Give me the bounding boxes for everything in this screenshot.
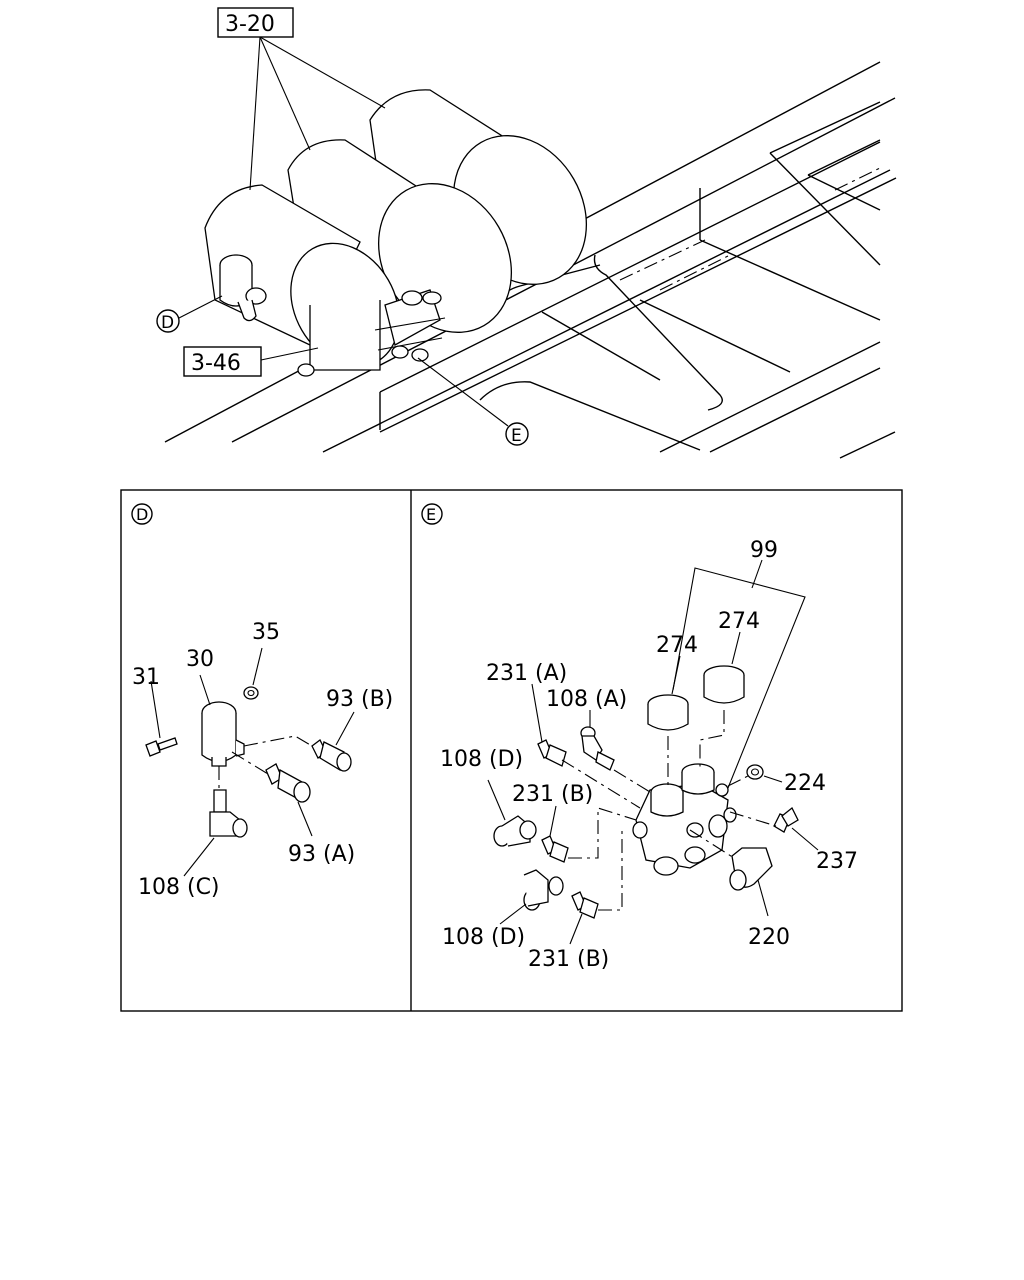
part-31-bolt bbox=[145, 680, 178, 757]
part-108a-elbow bbox=[580, 710, 615, 771]
label-224: 224 bbox=[784, 771, 826, 796]
detail-panels-frame bbox=[120, 489, 903, 1012]
label-108d-lower: 108 (D) bbox=[442, 925, 525, 950]
part-93a-fitting bbox=[265, 763, 313, 837]
valve-assembly bbox=[297, 289, 446, 377]
ref-3-20-text: 3-20 bbox=[225, 12, 275, 37]
detail-d-marker: D bbox=[136, 505, 148, 524]
detail-d-panel: D bbox=[131, 503, 393, 900]
part-108d-elbow-upper bbox=[487, 779, 537, 847]
overview-illustration: 3-20 3-46 D E bbox=[156, 7, 897, 459]
part-35-nut bbox=[243, 647, 263, 700]
part-231a-fitting bbox=[531, 683, 567, 767]
air-tanks bbox=[204, 89, 588, 371]
label-237: 237 bbox=[816, 849, 858, 874]
callout-e: E bbox=[417, 357, 529, 446]
label-220: 220 bbox=[748, 925, 790, 950]
part-231b-fitting-upper bbox=[541, 805, 569, 863]
frame-rails bbox=[164, 61, 897, 459]
part-274-cap-right bbox=[703, 631, 745, 704]
label-93a: 93 (A) bbox=[288, 842, 355, 867]
label-274-left: 274 bbox=[656, 633, 698, 658]
valve-body bbox=[632, 710, 737, 876]
part-224-nut bbox=[746, 764, 783, 783]
part-93b-fitting bbox=[311, 711, 355, 772]
ref-3-20-label: 3-20 bbox=[217, 7, 386, 191]
kit-99-bracket bbox=[672, 559, 806, 789]
label-231b-lower: 231 (B) bbox=[528, 947, 609, 972]
callout-e-text: E bbox=[511, 426, 522, 446]
part-231b-fitting-lower bbox=[569, 891, 599, 945]
callout-d-text: D bbox=[161, 313, 174, 333]
part-108d-elbow-lower bbox=[499, 869, 564, 925]
ref-3-46-text: 3-46 bbox=[191, 351, 241, 376]
label-31: 31 bbox=[132, 665, 160, 690]
part-108c-elbow bbox=[183, 789, 248, 877]
callout-d: D bbox=[156, 295, 223, 333]
label-108d-upper: 108 (D) bbox=[440, 747, 523, 772]
detail-e-marker: E bbox=[426, 505, 436, 524]
label-231a: 231 (A) bbox=[486, 661, 567, 686]
label-108a: 108 (A) bbox=[546, 687, 627, 712]
label-231b-upper: 231 (B) bbox=[512, 782, 593, 807]
detail-e-panel: E bbox=[421, 503, 858, 972]
label-108c: 108 (C) bbox=[138, 875, 220, 900]
part-220-elbow bbox=[729, 847, 773, 917]
label-30: 30 bbox=[186, 647, 214, 672]
label-93b: 93 (B) bbox=[326, 687, 393, 712]
part-237-fitting bbox=[773, 806, 819, 851]
ref-3-46-label: 3-46 bbox=[183, 346, 319, 377]
label-35: 35 bbox=[252, 620, 280, 645]
part-274-cap-left bbox=[647, 655, 689, 731]
part-30-valve-body bbox=[201, 701, 245, 767]
label-274-right: 274 bbox=[718, 609, 760, 634]
label-99: 99 bbox=[750, 538, 778, 563]
